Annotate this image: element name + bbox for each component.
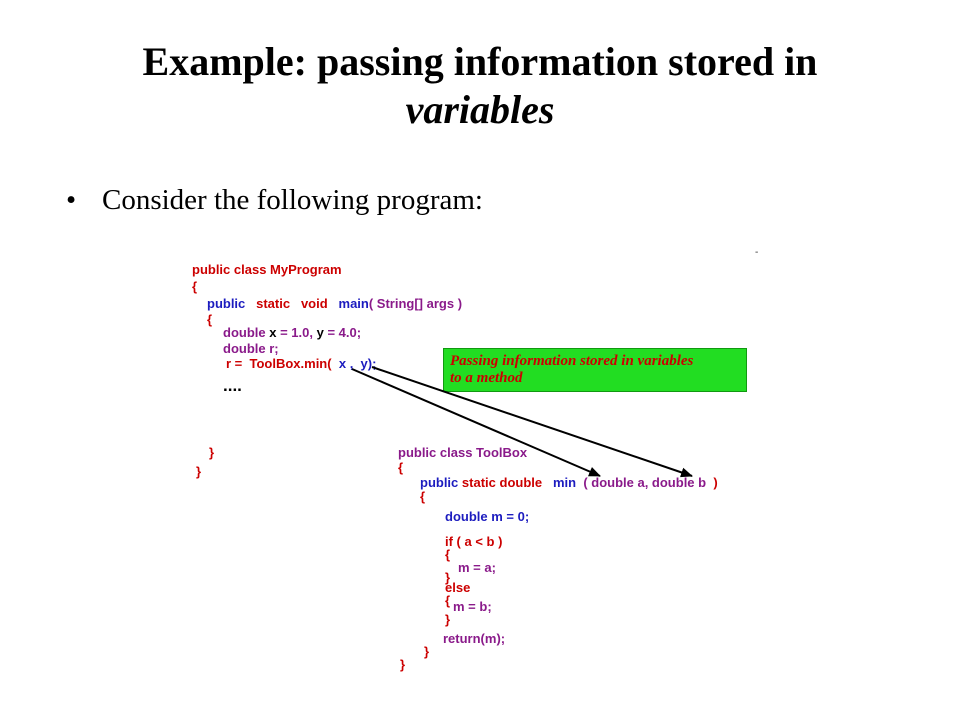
kw-public-2: public bbox=[420, 475, 459, 490]
method-min: min bbox=[552, 475, 577, 490]
kw-double: double bbox=[499, 475, 543, 490]
bullet-icon: • bbox=[66, 184, 77, 216]
min-close-brace: } bbox=[424, 644, 430, 659]
decl-eq2: = 4.0; bbox=[327, 325, 362, 340]
decl-m: double m = 0; bbox=[445, 509, 530, 524]
stray-mark: - bbox=[755, 247, 759, 258]
min-method-signature: public static double min ( double a, dou… bbox=[420, 475, 718, 491]
main-method-signature: public static void main( String[] args ) bbox=[207, 296, 462, 312]
assign-b: m = b; bbox=[453, 599, 492, 614]
annotation-box: Passing information stored in variables … bbox=[443, 348, 747, 392]
else-keyword: else bbox=[445, 580, 471, 595]
decl-xy: double x = 1.0, y = 4.0; bbox=[223, 325, 361, 341]
toolbox-class-decl: public class ToolBox bbox=[398, 445, 528, 460]
main-open-brace: { bbox=[207, 312, 213, 327]
kw-static: static bbox=[256, 296, 291, 311]
kw-public: public bbox=[207, 296, 246, 311]
bullet-item: • Consider the following program: bbox=[66, 184, 483, 217]
call-end: ); bbox=[367, 356, 377, 371]
method-main: main bbox=[338, 296, 369, 311]
min-params-end: ) bbox=[713, 475, 718, 490]
call-comma: , bbox=[349, 356, 354, 371]
decl-y: y bbox=[316, 325, 324, 340]
min-open-brace: { bbox=[420, 489, 426, 504]
annotation-line-1: Passing information stored in variables bbox=[450, 353, 694, 369]
toolbox-open-brace: { bbox=[398, 460, 404, 475]
if-close-brace: } bbox=[445, 570, 451, 585]
call-y: y bbox=[360, 356, 368, 371]
bullet-text: Consider the following program: bbox=[102, 184, 483, 216]
arrow-x-to-a bbox=[351, 368, 601, 477]
decl-r: double r; bbox=[223, 341, 279, 356]
ellipsis: .... bbox=[223, 376, 242, 395]
call-r: r = bbox=[226, 356, 243, 371]
else-open-brace: { bbox=[445, 593, 451, 608]
toolbox-close-brace: } bbox=[400, 657, 406, 672]
return-line: return(m); bbox=[443, 631, 506, 646]
main-params: ( String[] args ) bbox=[368, 296, 463, 311]
if-line: if ( a < b ) bbox=[445, 534, 503, 549]
arrow-y-to-b bbox=[371, 366, 693, 478]
if-open-brace: { bbox=[445, 547, 451, 562]
title-line-1: Example: passing information stored in bbox=[142, 39, 818, 84]
call-x: x bbox=[338, 356, 347, 371]
myprogram-close-brace: } bbox=[196, 464, 202, 479]
kw-void: void bbox=[300, 296, 328, 311]
slide-title: Example: passing information stored in v… bbox=[0, 38, 960, 134]
call-line: r = ToolBox.min( x , y); bbox=[226, 356, 376, 372]
min-params: ( double a, double b bbox=[583, 475, 707, 490]
decl-eq1: = 1.0, bbox=[280, 325, 313, 340]
annotation-line-2: to a method bbox=[450, 370, 523, 386]
myprogram-class-decl: public class MyProgram bbox=[192, 262, 342, 277]
decl-x: x bbox=[269, 325, 277, 340]
assign-a: m = a; bbox=[458, 560, 496, 575]
decl-double: double bbox=[223, 325, 266, 340]
call-fn: ToolBox.min( bbox=[249, 356, 332, 371]
kw-static-2: static bbox=[461, 475, 496, 490]
title-line-2: variables bbox=[405, 87, 555, 132]
else-close-brace: } bbox=[445, 612, 451, 627]
main-close-brace: } bbox=[209, 445, 215, 460]
myprogram-open-brace: { bbox=[192, 279, 198, 294]
